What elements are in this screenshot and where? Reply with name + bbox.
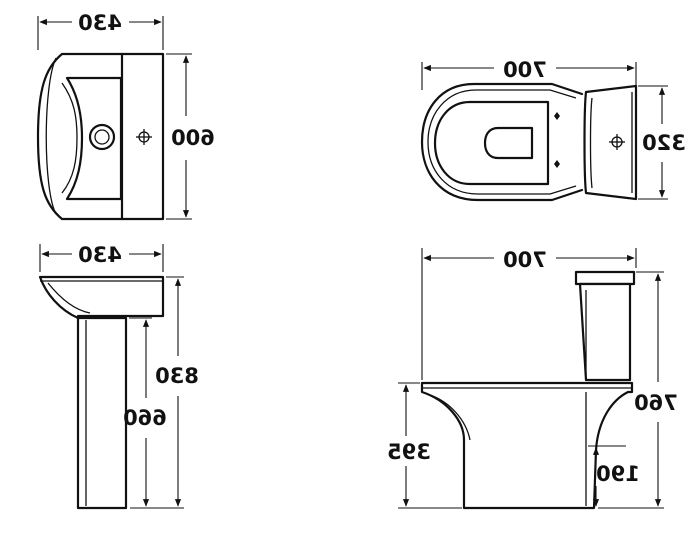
toilet-fixing-points-icon xyxy=(554,112,560,168)
toilet-top-length-label: 700 xyxy=(503,58,547,82)
basin-top-width-label: 430 xyxy=(78,11,122,35)
toilet-top-view: 700 320 xyxy=(420,58,686,202)
basin-top-depth-dimension: 600 xyxy=(166,53,215,220)
basin-top-view: 430 600 xyxy=(36,11,215,221)
toilet-flush-button-icon xyxy=(609,134,625,150)
basin-side-outline xyxy=(38,275,165,320)
toilet-side-length-label: 700 xyxy=(503,248,547,272)
toilet-top-width-dimension: 320 xyxy=(638,85,686,200)
basin-top-depth-label: 600 xyxy=(171,126,215,150)
toilet-outlet-height-dimension: 190 xyxy=(588,445,640,507)
basin-side-width-label: 430 xyxy=(78,243,122,267)
basin-top-outline xyxy=(36,52,165,221)
toilet-top-width-label: 320 xyxy=(642,131,686,155)
toilet-side-length-dimension: 700 xyxy=(421,248,637,380)
toilet-overall-height-dimension: 760 xyxy=(598,271,678,509)
toilet-pan-side-outline xyxy=(420,381,634,510)
basin-top-width-dimension: 430 xyxy=(37,11,164,50)
basin-pedestal-height-dimension: 660 xyxy=(123,317,167,507)
basin-waste-icon xyxy=(88,123,116,151)
basin-tap-hole-icon xyxy=(136,129,152,145)
basin-side-view: 430 830 660 xyxy=(38,243,199,510)
toilet-cistern-side-outline xyxy=(574,270,636,382)
toilet-seat-height-label: 395 xyxy=(387,440,431,464)
toilet-seat-height-dimension: 395 xyxy=(387,382,462,509)
toilet-cistern-top-outline xyxy=(583,84,638,201)
toilet-overall-height-label: 760 xyxy=(634,391,678,415)
toilet-side-view: 700 760 395 190 xyxy=(387,248,678,510)
basin-pedestal-outline xyxy=(76,316,128,510)
basin-overall-height-dimension: 830 xyxy=(130,276,199,509)
basin-side-width-dimension: 430 xyxy=(39,243,164,272)
basin-overall-height-label: 830 xyxy=(155,364,199,388)
toilet-outlet-height-label: 190 xyxy=(596,462,640,486)
toilet-bowl-top-outline xyxy=(420,82,584,202)
basin-pedestal-height-label: 660 xyxy=(123,406,167,430)
toilet-top-length-dimension: 700 xyxy=(421,58,637,90)
